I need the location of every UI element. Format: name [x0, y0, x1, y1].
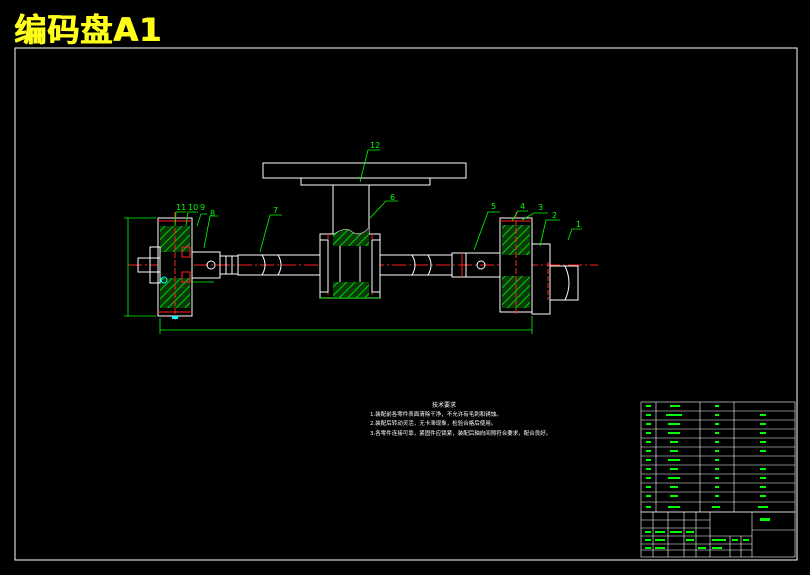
balloon-10: 10: [188, 203, 198, 212]
right-pulley: [499, 212, 533, 316]
balloon-9: 9: [200, 203, 205, 212]
parts-list: [640, 401, 796, 513]
tech-requirements: 技术要求 1.装配前各零件表面清除干净，不允许有毛刺和锈蚀。 2.装配后转动灵活…: [370, 401, 551, 437]
balloon-1: 1: [576, 220, 581, 229]
balloon-6: 6: [390, 193, 395, 202]
left-pulley: [137, 212, 193, 320]
balloon-8: 8: [210, 209, 215, 218]
parts-list-marks: [646, 405, 768, 508]
right-housing: [531, 243, 579, 315]
tech-requirements-heading: 技术要求: [432, 401, 456, 409]
balloon-5: 5: [491, 202, 496, 211]
balloon-3: 3: [538, 203, 543, 212]
balloon-11: 11: [176, 203, 186, 212]
balloon-7: 7: [273, 206, 278, 215]
balloon-labels: 1 2 3 4 5 6 7 8 9 10 11 12: [176, 141, 581, 229]
tech-requirement-line-1: 1.装配前各零件表面清除干净，不允许有毛刺和锈蚀。: [370, 410, 502, 418]
drawing-border: [14, 47, 798, 561]
title-block: [640, 511, 796, 558]
top-plate: [262, 162, 467, 236]
tech-requirement-line-3: 3.各零件连接可靠，紧固件应锁紧，装配后轴向间隙符合要求，配合良好。: [370, 429, 551, 437]
page-title: 编码盘A1: [14, 11, 163, 49]
dimensions: [124, 217, 533, 334]
leader-lines: [174, 149, 582, 253]
shaft-right: [379, 254, 453, 276]
title-block-marks: [645, 518, 770, 549]
center-block: [319, 228, 381, 299]
balloon-2: 2: [552, 211, 557, 220]
balloon-4: 4: [520, 202, 525, 211]
tech-requirement-line-2: 2.装配后转动灵活，无卡滞现象，检验合格后使用。: [370, 419, 496, 427]
balloon-12: 12: [370, 141, 380, 150]
